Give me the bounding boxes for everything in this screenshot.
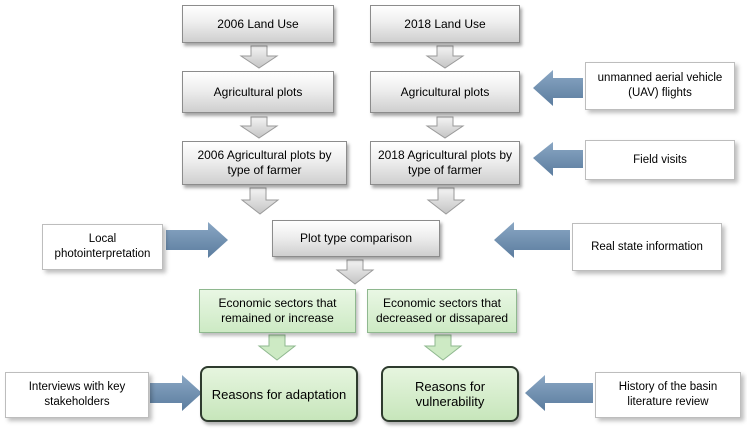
agri-plots-farmer-2006-label: 2006 Agricultural plots by type of farme… <box>197 148 332 177</box>
interviews-stakeholders-box: Interviews with key stakeholders <box>5 372 149 418</box>
plot-type-comparison-label: Plot type comparison <box>299 231 413 245</box>
diag-arrow-right <box>426 187 466 215</box>
agri-plots-farmer-2006-box: 2006 Agricultural plots by type of farme… <box>182 141 347 185</box>
plot-type-comparison-box: Plot type comparison <box>272 220 440 257</box>
history-literature-label: History of the basin literature review <box>618 381 718 408</box>
blue-arrow-interviews <box>150 375 202 411</box>
sectors-remained-label: Economic sectors that remained or increa… <box>218 296 337 325</box>
reasons-vulnerability-box: Reasons for vulnerability <box>381 366 519 422</box>
land-use-2006-label: 2006 Land Use <box>217 16 299 31</box>
land-use-2006-box: 2006 Land Use <box>182 5 334 43</box>
blue-arrow-uav <box>533 70 583 106</box>
green-arrow-left <box>257 334 297 361</box>
green-arrow-right <box>423 334 463 361</box>
real-state-information-box: Real state information <box>572 223 722 271</box>
agricultural-plots-right-box: Agricultural plots <box>370 71 520 113</box>
real-state-information-label: Real state information <box>591 240 703 253</box>
diag-arrow-left <box>240 187 280 215</box>
land-use-2018-label: 2018 Land Use <box>404 16 486 31</box>
agricultural-plots-left-label: Agricultural plots <box>213 84 303 99</box>
sectors-remained-box: Economic sectors that remained or increa… <box>199 289 356 333</box>
blue-arrow-local <box>166 222 228 258</box>
blue-arrow-realstate <box>494 222 570 258</box>
blue-arrow-field <box>533 142 583 176</box>
reasons-adaptation-box: Reasons for adaptation <box>200 366 358 422</box>
down-arrow-2-left <box>239 116 279 139</box>
field-visits-box: Field visits <box>585 140 735 180</box>
agricultural-plots-right-label: Agricultural plots <box>400 84 490 99</box>
reasons-vulnerability-label: Reasons for vulnerability <box>414 379 486 409</box>
down-arrow-3 <box>335 259 375 285</box>
uav-flights-box: unmanned aerial vehicle (UAV) flights <box>585 62 735 110</box>
agricultural-plots-left-box: Agricultural plots <box>182 71 334 113</box>
agri-plots-farmer-2018-box: 2018 Agricultural plots by type of farme… <box>370 141 520 185</box>
uav-flights-label: unmanned aerial vehicle (UAV) flights <box>597 72 723 99</box>
reasons-adaptation-label: Reasons for adaptation <box>211 386 347 402</box>
local-photointerpretation-box: Local photointerpretation <box>42 224 163 270</box>
sectors-decreased-label: Economic sectors that decreased or dissa… <box>375 296 509 325</box>
field-visits-label: Field visits <box>633 153 687 166</box>
interviews-stakeholders-label: Interviews with key stakeholders <box>28 381 126 408</box>
down-arrow-1-left <box>239 45 279 69</box>
history-literature-box: History of the basin literature review <box>595 372 741 418</box>
agri-plots-farmer-2018-label: 2018 Agricultural plots by type of farme… <box>377 148 513 177</box>
blue-arrow-history <box>525 375 593 411</box>
sectors-decreased-box: Economic sectors that decreased or dissa… <box>367 289 517 333</box>
land-use-2018-box: 2018 Land Use <box>370 5 520 43</box>
down-arrow-2-right <box>425 116 465 139</box>
local-photointerpretation-label: Local photointerpretation <box>54 233 151 260</box>
down-arrow-1-right <box>425 45 465 69</box>
